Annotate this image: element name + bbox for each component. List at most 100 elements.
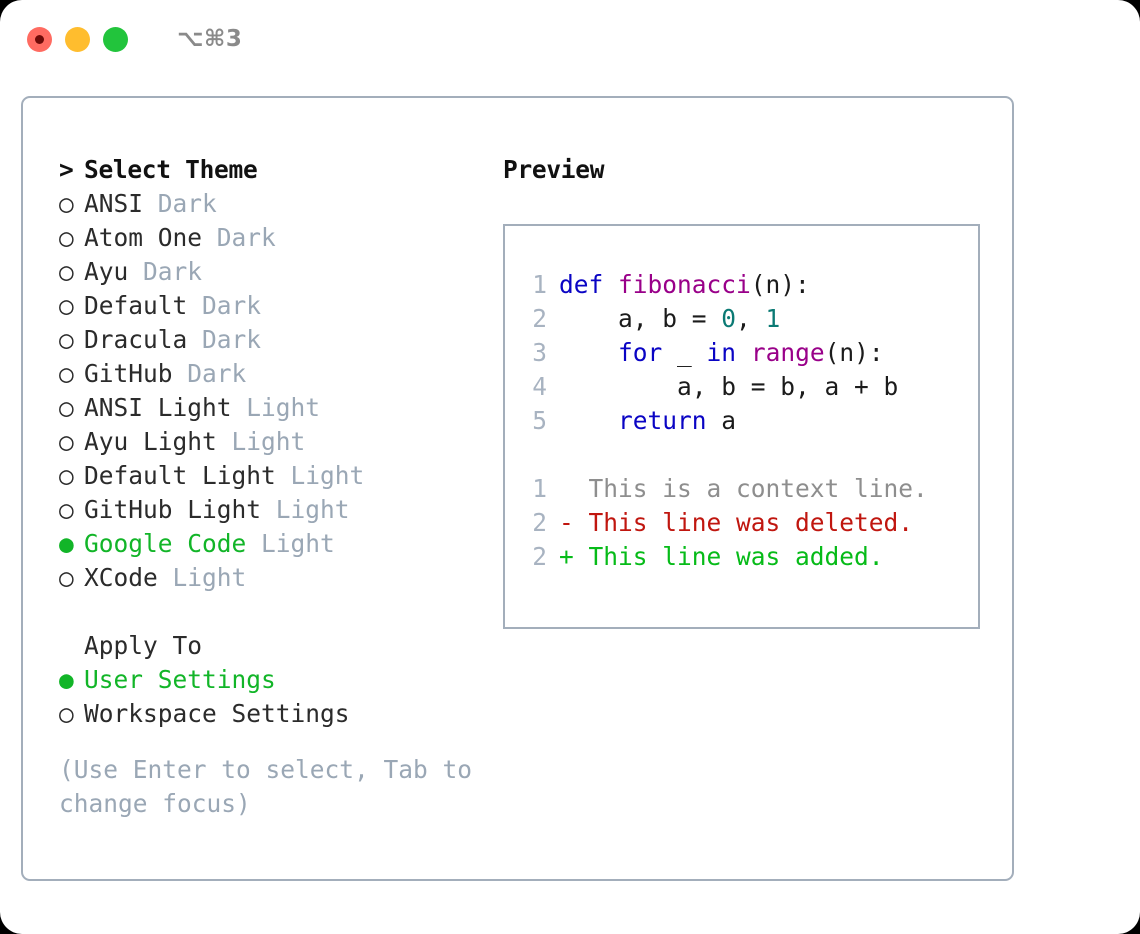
diff-line: 2 + This line was added. [525, 540, 978, 574]
radio-selected-icon: ● [59, 529, 74, 558]
panel-content: >Select Theme ○ANSI Dark○Atom One Dark○A… [23, 98, 1012, 879]
code-token-kw: def [559, 270, 604, 299]
code-token-plain [603, 268, 618, 302]
code-token-plain: a, b = b, a + b [559, 372, 899, 401]
line-number: 2 [532, 304, 547, 333]
theme-name-label: Atom One [84, 223, 203, 252]
theme-name-label: Google Code [84, 529, 247, 558]
apply-to-heading-label: Apply To [84, 631, 203, 660]
diff-marker: + [559, 542, 589, 571]
apply-to-option-label: Workspace Settings [84, 699, 350, 728]
code-token-fn: range [750, 338, 825, 367]
theme-variant-badge: Light [216, 427, 306, 456]
theme-variant-badge: Light [261, 495, 350, 524]
radio-unselected-icon: ○ [59, 223, 74, 252]
keyboard-shortcut-label: ⌥⌘3 [177, 26, 243, 52]
minimize-button[interactable] [65, 26, 90, 52]
code-line: 4 a, b = b, a + b [525, 370, 978, 404]
theme-list-item[interactable]: ○ANSI Light Light [59, 391, 509, 425]
code-line: 1 def fibonacci(n): [525, 268, 978, 302]
diff-marker: - [559, 508, 589, 537]
code-token-plain [559, 336, 618, 370]
theme-list-item[interactable]: ○ANSI Dark [59, 187, 509, 221]
code-token-num: 1 [765, 304, 781, 333]
theme-name-label: Default Light [84, 461, 276, 490]
diff-text: This line was deleted. [588, 508, 914, 537]
theme-name-label: ANSI [84, 189, 144, 218]
radio-unselected-icon: ○ [59, 563, 74, 592]
theme-list-item[interactable]: ○GitHub Light Light [59, 493, 509, 527]
theme-variant-badge: Dark [187, 291, 262, 320]
line-number: 2 [532, 542, 547, 571]
apply-to-option-label: User Settings [84, 665, 276, 694]
theme-selector-column: >Select Theme ○ANSI Dark○Atom One Dark○A… [59, 153, 509, 821]
apply-to-option[interactable]: ○Workspace Settings [59, 697, 509, 731]
theme-name-label: Dracula [84, 325, 188, 354]
theme-variant-badge: Dark [202, 223, 276, 252]
theme-name-label: Ayu [84, 257, 129, 286]
diff-text: This is a context line. [588, 474, 928, 503]
theme-variant-badge: Light [157, 563, 247, 592]
theme-variant-badge: Dark [143, 189, 217, 218]
code-token-kw: for [618, 338, 663, 367]
theme-list-item[interactable]: ○ XCode Light [59, 561, 509, 595]
code-token-plain: , [736, 304, 766, 333]
theme-variant-badge: Dark [187, 325, 262, 354]
diff-text: This line was added. [588, 542, 884, 571]
apply-to-list: ●User Settings○Workspace Settings [59, 663, 509, 731]
title-bar: ⌥⌘3 [0, 0, 1140, 78]
radio-unselected-icon: ○ [59, 325, 74, 354]
theme-list-item[interactable]: ○ Dracula Dark [59, 323, 509, 357]
traffic-lights [27, 26, 128, 52]
select-theme-heading: > Select Theme [59, 153, 509, 187]
apply-to-option[interactable]: ●User Settings [59, 663, 509, 697]
code-line: 5 return a [525, 404, 978, 438]
select-theme-heading-label: Select Theme [84, 155, 258, 184]
apply-to-heading-marker: ○ [59, 629, 84, 663]
list-spacer [59, 595, 509, 629]
code-line: 2 a, b = 0, 1 [525, 302, 978, 336]
close-button[interactable] [27, 26, 52, 52]
apply-to-heading: ○Apply To [59, 629, 509, 663]
theme-name-label: GitHub [84, 359, 173, 388]
code-token-plain: (n): [824, 338, 884, 367]
theme-name-label: Default [84, 291, 188, 320]
line-number: 3 [532, 338, 547, 367]
theme-list: ○ANSI Dark○Atom One Dark○Ayu Dark○Defaul… [59, 187, 509, 595]
code-token-plain: _ [662, 338, 707, 367]
code-token-plain: (n): [750, 270, 810, 299]
line-number: 1 [532, 474, 547, 503]
code-token-fn: fibonacci [618, 270, 751, 299]
keyboard-hint-text: (Use Enter to select, Tab to change focu… [59, 755, 487, 818]
diff-sample: 1 This is a context line. 2- This line wa… [525, 472, 978, 574]
radio-unselected-icon: ○ [59, 427, 74, 456]
line-number: 2 [532, 508, 547, 537]
code-token-plain: a [706, 406, 737, 435]
theme-name-label: ANSI Light [84, 393, 232, 422]
radio-unselected-icon: ○ [59, 359, 74, 388]
prompt-caret-icon: > [59, 155, 74, 184]
code-line: 3 for _ in range(n): [525, 336, 978, 370]
theme-list-item[interactable]: ○Ayu Dark [59, 255, 509, 289]
code-token-num: 0 [721, 304, 737, 333]
theme-list-item[interactable]: ○Default Light Light [59, 459, 509, 493]
theme-list-item[interactable]: ○ Atom One Dark [59, 221, 509, 255]
maximize-button[interactable] [103, 26, 128, 52]
code-token-kw: return [618, 406, 707, 435]
diff-marker [559, 472, 589, 506]
radio-unselected-icon: ○ [59, 495, 74, 524]
theme-list-item[interactable]: ○ Default Dark [59, 289, 509, 323]
theme-variant-badge: Light [275, 461, 365, 490]
line-number: 1 [532, 270, 547, 299]
code-diff-spacer [525, 438, 978, 472]
theme-name-label: XCode [84, 563, 158, 592]
theme-variant-badge: Dark [172, 359, 247, 388]
theme-name-label: Ayu Light [84, 427, 217, 456]
radio-unselected-icon: ○ [59, 291, 74, 320]
theme-list-item[interactable]: ○ Ayu Light Light [59, 425, 509, 459]
theme-list-item[interactable]: ○ GitHub Dark [59, 357, 509, 391]
theme-list-item[interactable]: ●Google Code Light [59, 527, 509, 561]
